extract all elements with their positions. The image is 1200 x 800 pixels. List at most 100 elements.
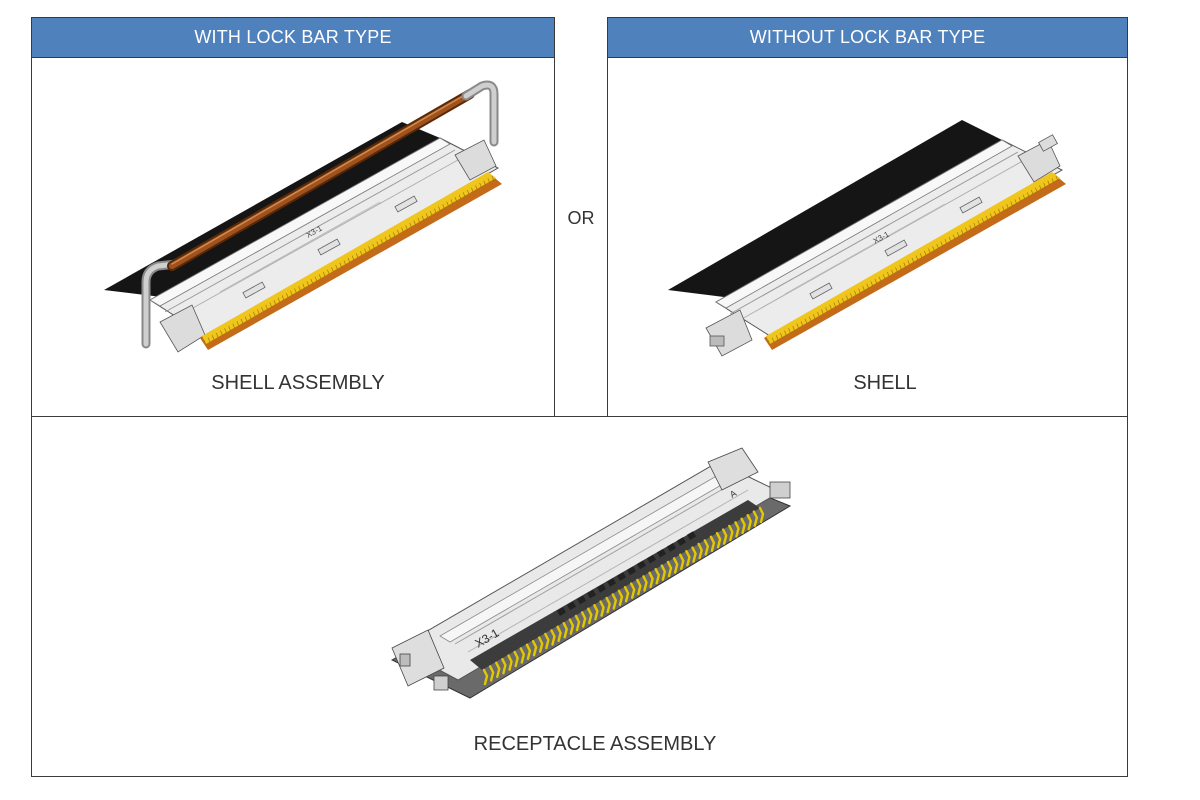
contact-pin [599,600,605,617]
contact-tick [928,248,931,254]
contact-pin [605,596,611,614]
contact-tick [882,274,886,280]
contact-tick [273,300,277,306]
contact-tick [450,199,454,205]
caption-shell: SHELL [853,372,917,394]
contact-tick [1026,192,1030,198]
contact-ticks [203,175,495,346]
contact-pin [507,654,513,671]
slot-block [606,578,617,587]
slot-block [557,607,567,616]
contact-pin [685,550,691,567]
latch-tabs [242,195,418,299]
contact-tick [248,314,252,320]
contact-tick [808,316,812,322]
contact-tick [812,314,816,320]
contact-pin [697,542,703,560]
latch-tabs [809,196,983,300]
contact-tick [854,290,857,296]
contact-tick [376,241,380,247]
contact-tick [446,201,450,207]
contact-pin [715,532,722,549]
receptacle-contact-pins [482,506,765,686]
contact-tick [207,337,211,343]
contact-tick [425,213,429,219]
receptacle-end-ears [391,447,791,691]
contact-tick [973,222,977,228]
contact-tick [919,253,923,259]
contact-tick [841,297,845,303]
caption-receptacle-assembly: RECEPTACLE ASSEMBLY [473,733,717,755]
contact-tick [866,283,870,289]
contact-tick [285,293,289,299]
contact-pin [623,586,630,603]
contact-tick [788,328,791,334]
contact-tick [224,328,227,334]
contact-pin [519,647,526,664]
contact-tick [1030,189,1034,196]
contact-tick [318,274,322,280]
contact-pin [562,622,569,639]
contact-tick [895,267,898,273]
contact-tick [767,339,771,346]
contact-tick [360,250,363,257]
contact-tick [298,285,301,292]
contact-tick [388,234,392,240]
contact-tick [491,175,495,182]
contact-tick [891,269,894,275]
contact-tick [343,260,347,266]
slot-block [596,583,607,593]
contact-tick [792,325,796,332]
contact-tick [899,264,902,271]
contact-tick [413,220,417,226]
contact-tick [845,295,849,301]
contact-tick [240,318,244,325]
contact-tick [364,248,367,254]
contact-tick [936,243,940,250]
contact-tick [434,208,437,214]
contact-tick [833,302,837,308]
contact-tick [417,218,421,224]
contact-tick [475,185,478,191]
contact-tick [487,178,491,184]
contact-tick [1014,199,1018,205]
contact-pin [482,668,489,686]
contact-tick [1010,201,1014,207]
contact-tick [911,257,915,264]
contact-tick [327,269,330,275]
contact-tick [903,262,907,268]
panel-with-lock-bar: WITH LOCK BAR TYPE [31,17,555,417]
contact-tick [261,307,264,313]
contact-pin [587,607,593,624]
contact-pin [746,514,753,531]
contact-pin [525,643,532,660]
slot-block [577,595,587,605]
contact-tick [1039,185,1042,191]
contact-tick [421,215,425,221]
contact-pin [654,568,661,585]
contact-pin [728,524,734,542]
contact-tick [1043,182,1046,189]
slot-block [676,537,687,546]
slot-blocks [557,531,697,616]
contact-tick [339,262,343,268]
contact-pin [531,640,538,657]
contact-tick [384,236,388,243]
contact-tick [907,260,911,266]
contact-tick [771,337,775,343]
shell-end-brackets [705,134,1061,357]
contact-tick [471,187,474,193]
contact-tick [216,332,219,339]
contact-tick [829,304,833,310]
contact-tick [454,196,458,203]
contact-pin [544,632,550,650]
contact-tick [203,339,207,346]
contact-pin [593,604,599,621]
cable [668,120,1002,300]
contact-pin [722,528,728,545]
contact-pin [703,539,710,556]
contact-tick [775,335,779,341]
